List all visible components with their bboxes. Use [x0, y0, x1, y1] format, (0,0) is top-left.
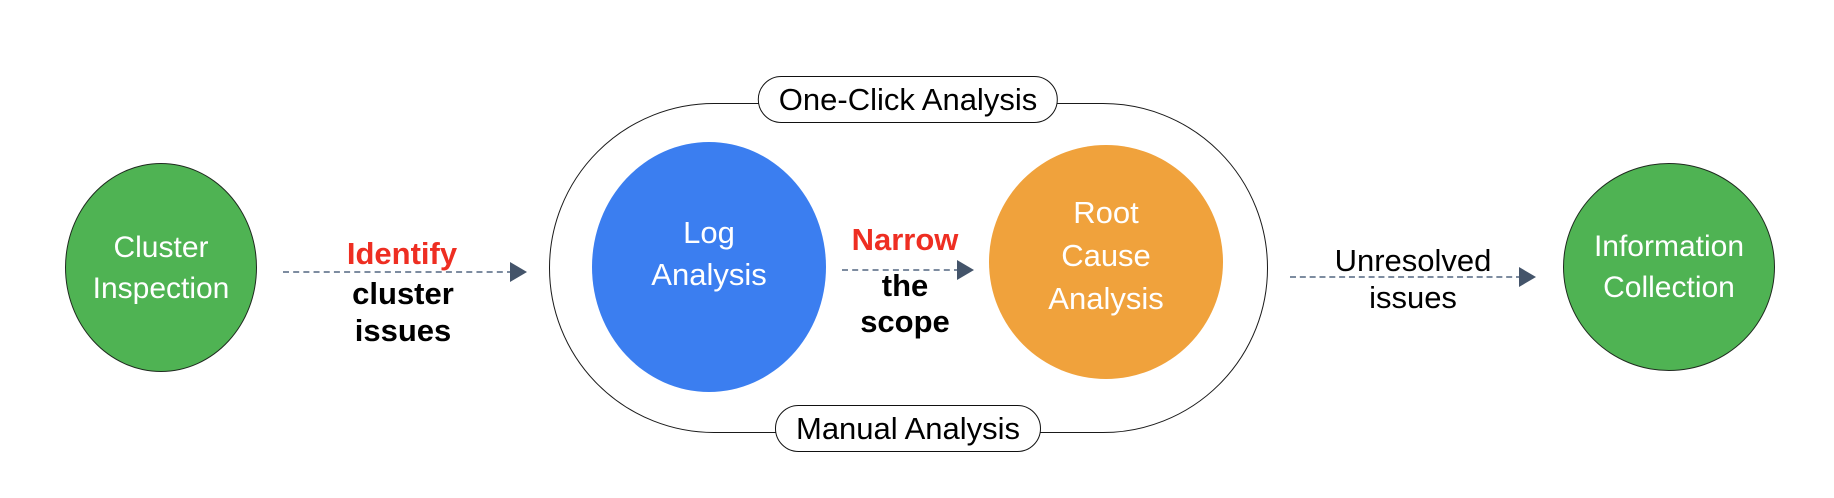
node-information-collection: Information Collection	[1563, 163, 1775, 371]
arrow-narrow-detail-label: the scope	[860, 268, 950, 339]
node-root-cause-analysis: Root Cause Analysis	[989, 145, 1223, 379]
node-log-analysis: Log Analysis	[592, 142, 826, 392]
manual-analysis-pill: Manual Analysis	[774, 405, 1042, 452]
node-log-analysis-label: Log Analysis	[651, 215, 767, 292]
arrow-unresolved-arrowhead	[1519, 267, 1536, 287]
manual-analysis-pill-label: Manual Analysis	[795, 410, 1021, 446]
arrow-identify-emphasis-label: Identify	[346, 236, 458, 271]
node-cluster-inspection-label: Cluster Inspection	[92, 230, 230, 305]
arrow-unresolved-top-label: Unresolved	[1334, 243, 1492, 278]
one-click-analysis-pill-label: One-Click Analysis	[778, 81, 1038, 117]
arrow-narrow-arrowhead	[957, 260, 974, 280]
one-click-analysis-pill: One-Click Analysis	[757, 76, 1059, 123]
arrow-identify-arrowhead	[510, 262, 527, 282]
arrow-unresolved-dashed-line	[1290, 276, 1522, 278]
node-cluster-inspection: Cluster Inspection	[65, 163, 257, 372]
node-root-cause-analysis-label: Root Cause Analysis	[1048, 194, 1164, 316]
arrow-identify-detail-label: cluster issues	[352, 276, 454, 348]
node-information-collection-label: Information Collection	[1593, 230, 1745, 304]
arrow-narrow-dashed-line	[842, 269, 960, 271]
arrow-narrow-emphasis-label: Narrow	[851, 222, 959, 257]
arrow-unresolved-bottom-label: issues	[1369, 280, 1457, 315]
arrow-identify-dashed-line	[283, 271, 513, 273]
